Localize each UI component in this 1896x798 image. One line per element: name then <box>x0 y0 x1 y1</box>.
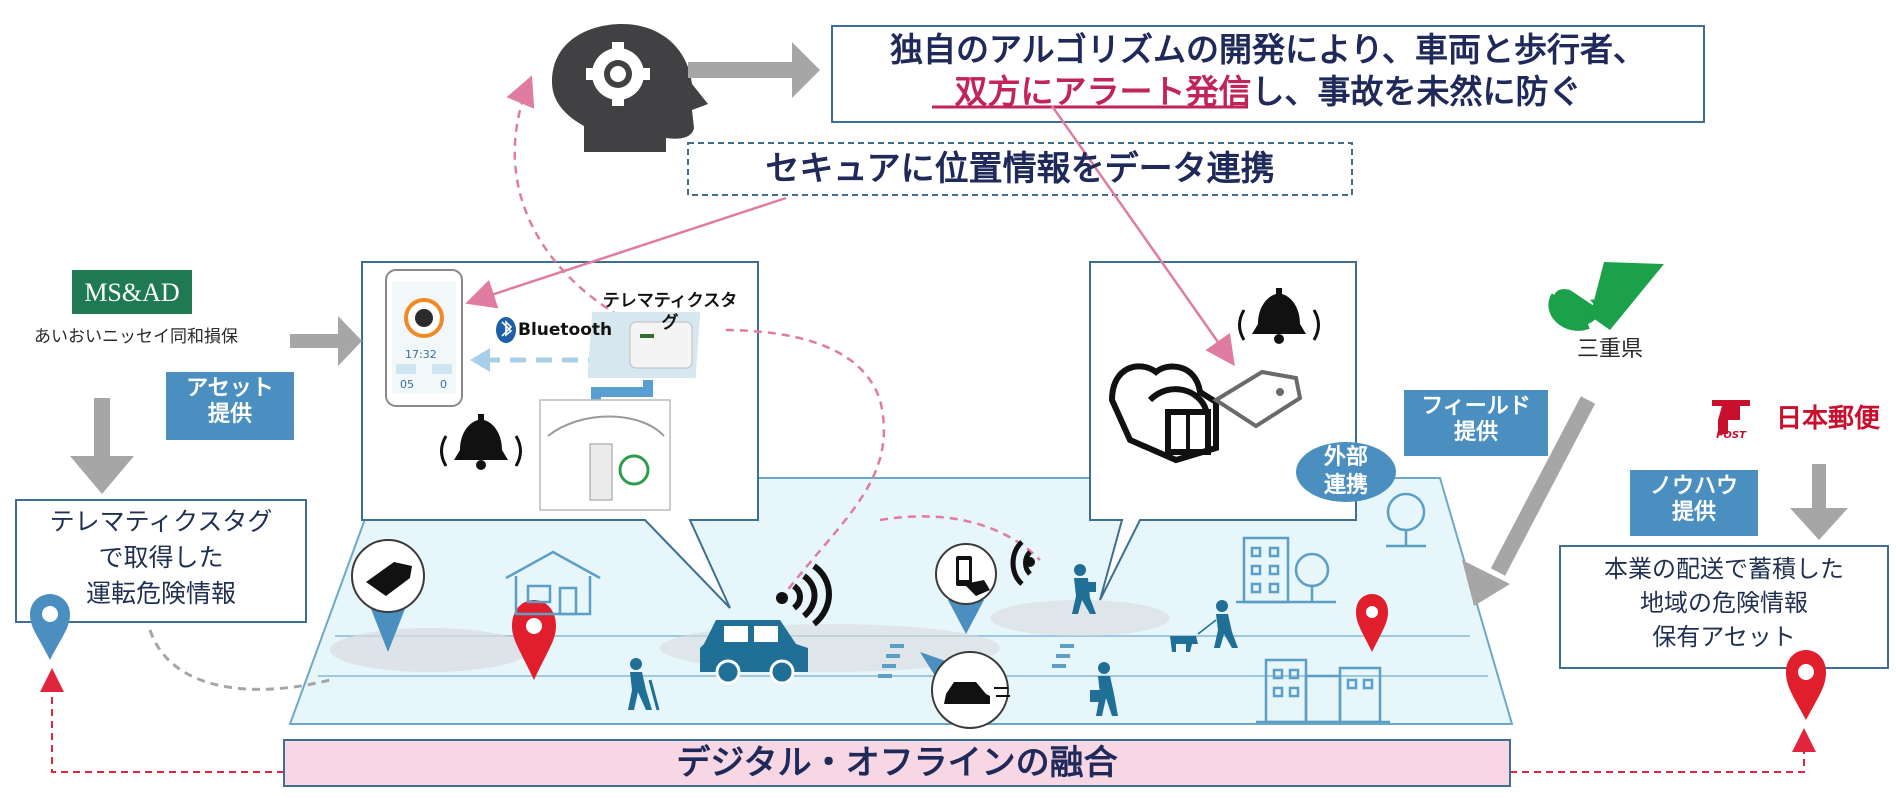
msad-logo-box <box>72 270 192 314</box>
bottom-banner-text: デジタル・オフラインの融合 <box>676 743 1118 783</box>
mie-badge-line1: フィールド <box>1421 394 1531 419</box>
mie-name: 三重県 <box>1576 337 1643 362</box>
pink-dashed-car-to-pedestrian <box>879 515 1041 561</box>
wifi-icon <box>1010 540 1035 586</box>
msad-info-line3: 運転危険情報 <box>85 579 236 608</box>
headline-line1: 独自のアルゴリズムの開発により、車両と歩行者、 <box>889 30 1647 69</box>
msad-badge-line2: 提供 <box>207 402 252 427</box>
gray-arrow-to-headline <box>688 42 820 98</box>
msad-info-text: テレマティクスタグ で取得した 運転危険情報 <box>16 504 306 612</box>
headline-line2: 双方にアラート発信し、事故を未然に防ぐ <box>832 70 1704 114</box>
gray-arrow-msad-to-device <box>290 316 362 366</box>
pedestrian-icon <box>1072 564 1096 614</box>
bag-icon <box>1108 363 1219 464</box>
crosswalk-marks <box>878 644 1074 678</box>
map-pin-icon <box>512 600 556 680</box>
telematics-tag-label: テレマティクスタグ <box>602 291 738 333</box>
car-icon <box>700 620 808 685</box>
external-link-badge <box>1296 442 1396 502</box>
pink-arrow-to-bag <box>1050 105 1235 367</box>
msad-logo-text: MS&AD <box>84 278 180 307</box>
mie-badge-line2: 提供 <box>1453 420 1498 445</box>
red-dashed-loop-left <box>40 668 284 773</box>
pedestrian-icon <box>628 658 660 711</box>
post-info-text: 本業の配送で蓄積した 地域の危険情報 保有アセット <box>1560 552 1888 654</box>
post-info-line3: 保有アセット <box>1652 623 1796 651</box>
japan-post-mark: POST <box>1716 430 1746 441</box>
bell-icon <box>1238 288 1320 344</box>
mie-logo-icon <box>1548 262 1664 331</box>
external-line2: 連携 <box>1323 473 1368 498</box>
msad-info-line1: テレマティクスタグ <box>49 507 273 536</box>
headline-line2-rest: し、事故を未然に防ぐ <box>1251 72 1582 111</box>
post-info-box <box>1559 545 1889 669</box>
gray-arrow-post-down <box>1790 464 1848 540</box>
msad-asset-badge: アセット 提供 <box>166 372 294 440</box>
secure-sharing-label: セキュアに位置情報をデータ連携 <box>765 149 1275 189</box>
external-link-text: 外部 連携 <box>1296 444 1396 500</box>
phone-time: 17:32 <box>405 348 437 361</box>
gray-arrowhead-mie <box>1462 560 1510 606</box>
car-interior-icon <box>539 399 671 511</box>
wifi-icon <box>776 563 832 627</box>
msad-badge-line1: アセット <box>186 376 274 401</box>
headline-emphasis: 双方にアラート発信 <box>954 72 1252 111</box>
external-line1: 外部 <box>1323 445 1368 470</box>
smartphone-icon <box>385 269 463 407</box>
pink-arrow-to-phone <box>465 196 787 309</box>
telematics-tag-icon <box>587 312 701 378</box>
post-info-line2: 地域の危険情報 <box>1640 589 1808 617</box>
road-platform <box>288 477 1514 725</box>
msad-company-name: あいおいニッセイ同和損保 <box>34 327 238 347</box>
bell-icon <box>440 414 522 470</box>
phone-value-a: 05 <box>400 378 414 391</box>
bottom-banner-box <box>283 739 1511 787</box>
post-badge-line1: ノウハウ <box>1649 474 1738 499</box>
msad-info-line2: で取得した <box>98 543 224 572</box>
building-icon <box>1256 658 1390 724</box>
red-dashed-loop-right <box>1510 728 1816 773</box>
bluetooth-icon <box>496 317 516 343</box>
bluetooth-label: Bluetooth <box>518 320 613 340</box>
japan-post-name: 日本郵便 <box>1775 404 1880 434</box>
secure-box <box>687 142 1353 196</box>
road-shadow <box>330 628 530 672</box>
speeding-car-pin <box>920 651 1010 729</box>
post-badge-line2: 提供 <box>1671 500 1716 525</box>
gray-arrow-msad-down <box>70 398 134 494</box>
gray-arrow-mie-to-road <box>1490 396 1596 576</box>
brake-pedal-pin <box>351 539 425 652</box>
gray-dashed-to-road <box>148 629 331 691</box>
tree-icon <box>1386 492 1426 548</box>
house-icon <box>505 550 601 616</box>
post-knowhow-badge: ノウハウ 提供 <box>1630 470 1758 536</box>
brain-gear-icon <box>552 24 708 152</box>
phone-value-b: 0 <box>440 378 447 391</box>
tree-icon <box>1294 552 1330 602</box>
pedestrian-icon <box>1090 662 1118 716</box>
map-pin-icon <box>1786 650 1826 720</box>
road-shadow <box>990 600 1170 636</box>
map-pin-icon <box>30 594 70 660</box>
mie-field-badge: フィールド 提供 <box>1404 390 1548 456</box>
building-icon <box>1236 536 1336 604</box>
tag-icon <box>1212 369 1303 429</box>
japan-post-logo-icon <box>1712 400 1750 434</box>
dog-walker-icon <box>1170 600 1238 652</box>
post-info-line1: 本業の配送で蓄積した <box>1604 555 1844 583</box>
map-pin-icon <box>1356 594 1388 652</box>
right-bag-callout <box>1089 261 1357 601</box>
smartphone-hand-pin <box>935 543 997 634</box>
